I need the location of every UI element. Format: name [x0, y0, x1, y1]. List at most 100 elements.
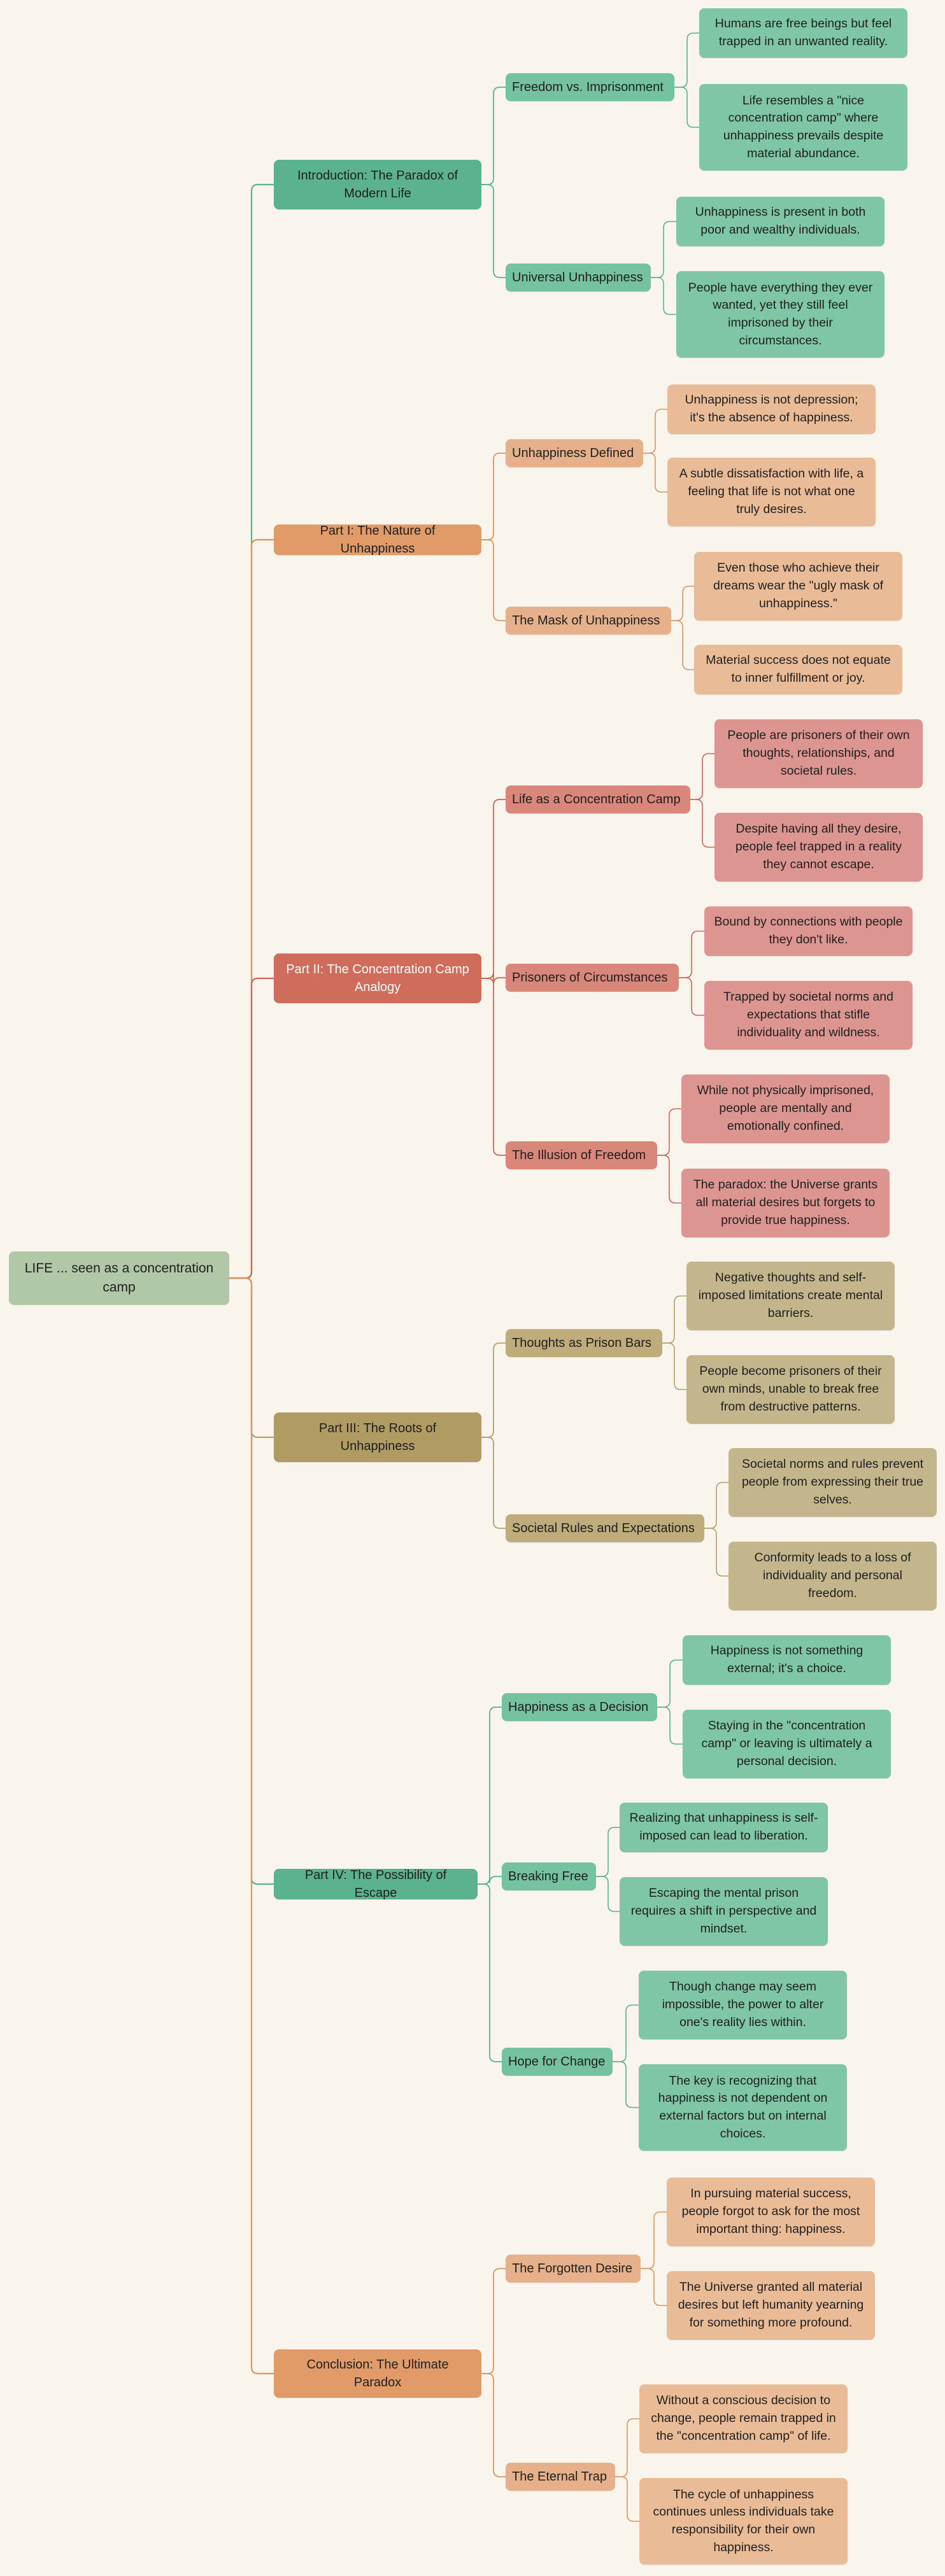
- edge-leaf-2-0-1: [690, 799, 714, 848]
- detail-node-label: Societal norms and rules prevent people …: [741, 1457, 924, 1507]
- detail-node-label: Happiness is not something external; it'…: [710, 1643, 863, 1675]
- topic-life-as-a-concentration-camp[interactable]: Life as a Concentration Camp: [506, 785, 690, 813]
- branch-part-iii-the-roots-of-unhappiness-label: Part III: The Roots of Unhappiness: [318, 1421, 437, 1453]
- detail-node-label: People are prisoners of their own though…: [727, 728, 910, 778]
- edge-root-to-conclusion-the-ultimate-paradox: [229, 1277, 274, 2375]
- topic-the-illusion-of-freedom[interactable]: The Illusion of Freedom: [506, 1141, 657, 1169]
- edge-to-thoughts-as-prison-bars: [481, 1342, 506, 1438]
- detail-node-label: Material success does not equate to inne…: [706, 653, 891, 685]
- edge-to-prisoners-of-circumstances: [481, 971, 506, 985]
- topic-unhappiness-defined[interactable]: Unhappiness Defined: [506, 439, 643, 467]
- topic-the-eternal-trap[interactable]: The Eternal Trap: [506, 2463, 615, 2491]
- detail-node[interactable]: While not physically imprisoned, people …: [681, 1074, 890, 1143]
- branch-part-iv-the-possibility-of-escape[interactable]: Part IV: The Possibility of Escape: [274, 1868, 478, 1900]
- topic-breaking-free-label: Breaking Free: [508, 1869, 588, 1883]
- detail-node[interactable]: Even those who achieve their dreams wear…: [694, 552, 902, 621]
- edge-leaf-2-2-1: [657, 1155, 681, 1204]
- edge-leaf-0-0-1: [674, 87, 699, 128]
- detail-node[interactable]: Material success does not equate to inne…: [694, 645, 902, 694]
- topic-societal-rules-and-expectations[interactable]: Societal Rules and Expectations: [506, 1514, 704, 1542]
- detail-node-label: People have everything they ever wanted,…: [688, 280, 873, 348]
- topic-the-illusion-of-freedom-label: The Illusion of Freedom: [512, 1148, 646, 1162]
- detail-node[interactable]: Societal norms and rules prevent people …: [728, 1448, 937, 1517]
- detail-node[interactable]: People become prisoners of their own min…: [686, 1355, 895, 1424]
- detail-node[interactable]: Despite having all they desire, people f…: [714, 813, 923, 882]
- branch-part-ii-the-concentration-camp-analogy[interactable]: Part II: The Concentration Camp Analogy: [274, 954, 481, 1003]
- topic-the-eternal-trap-label: The Eternal Trap: [512, 2469, 607, 2484]
- topic-thoughts-as-prison-bars[interactable]: Thoughts as Prison Bars: [506, 1329, 662, 1357]
- edge-leaf-2-0-0: [690, 753, 714, 800]
- topic-the-forgotten-desire[interactable]: The Forgotten Desire: [506, 2255, 641, 2283]
- topic-breaking-free[interactable]: Breaking Free: [502, 1862, 596, 1890]
- branch-introduction-the-paradox-of-modern-life[interactable]: Introduction: The Paradox of Modern Life: [274, 160, 481, 209]
- detail-node[interactable]: The paradox: the Universe grants all mat…: [681, 1169, 890, 1237]
- branch-part-iii-the-roots-of-unhappiness[interactable]: Part III: The Roots of Unhappiness: [274, 1412, 481, 1462]
- edge-leaf-2-1-1: [679, 977, 704, 1016]
- topic-the-mask-of-unhappiness[interactable]: The Mask of Unhappiness: [506, 607, 671, 635]
- detail-node-label: Conformity leads to a loss of individual…: [754, 1551, 911, 1600]
- topic-life-as-a-concentration-camp-label: Life as a Concentration Camp: [512, 792, 681, 806]
- edge-leaf-3-0-0: [662, 1295, 686, 1344]
- detail-node-label: Bound by connections with people they do…: [714, 915, 903, 947]
- detail-node[interactable]: Unhappiness is not depression; it's the …: [667, 384, 876, 434]
- detail-node[interactable]: Though change may seem impossible, the p…: [639, 1971, 847, 2039]
- edge-to-the-eternal-trap: [481, 2373, 506, 2477]
- detail-node-label: Even those who achieve their dreams wear…: [713, 561, 884, 610]
- detail-node-label: Without a conscious decision to change, …: [651, 2393, 836, 2443]
- detail-node[interactable]: People are prisoners of their own though…: [714, 719, 923, 788]
- detail-node[interactable]: Conformity leads to a loss of individual…: [728, 1542, 937, 1610]
- detail-node-label: Escaping the mental prison requires a sh…: [630, 1886, 817, 1936]
- detail-node-label: Humans are free beings but feel trapped …: [714, 17, 892, 48]
- edge-leaf-4-0-0: [657, 1659, 683, 1708]
- detail-node-label: The cycle of unhappiness continues unles…: [653, 2487, 834, 2554]
- detail-node[interactable]: A subtle dissatisfaction with life, a fe…: [667, 458, 876, 526]
- edge-leaf-4-1-1: [596, 1876, 620, 1912]
- detail-node[interactable]: Escaping the mental prison requires a sh…: [620, 1877, 828, 1946]
- branch-conclusion-the-ultimate-paradox[interactable]: Conclusion: The Ultimate Paradox: [274, 2349, 481, 2398]
- root-node-label: LIFE ... seen as a concentration camp: [24, 1261, 214, 1295]
- topic-freedom-vs-imprisonment[interactable]: Freedom vs. Imprisonment: [506, 73, 674, 101]
- detail-node-label: The paradox: the Universe grants all mat…: [693, 1178, 878, 1227]
- detail-node[interactable]: Staying in the "concentration camp" or l…: [683, 1710, 891, 1778]
- topic-hope-for-change-label: Hope for Change: [508, 2054, 606, 2069]
- edge-to-unhappiness-defined: [481, 453, 506, 540]
- detail-node[interactable]: In pursuing material success, people for…: [667, 2178, 875, 2246]
- detail-node-label: The key is recognizing that happiness is…: [658, 2073, 828, 2141]
- detail-node[interactable]: The key is recognizing that happiness is…: [639, 2064, 847, 2151]
- branch-part-i-the-nature-of-unhappiness[interactable]: Part I: The Nature of Unhappiness: [274, 524, 481, 556]
- edge-to-the-forgotten-desire: [481, 2268, 506, 2374]
- branch-conclusion-the-ultimate-paradox-label: Conclusion: The Ultimate Paradox: [306, 2357, 449, 2389]
- topic-thoughts-as-prison-bars-label: Thoughts as Prison Bars: [512, 1335, 651, 1350]
- edge-to-breaking-free: [478, 1876, 502, 1885]
- topic-happiness-as-a-decision[interactable]: Happiness as a Decision: [502, 1693, 657, 1721]
- detail-node[interactable]: Life resembles a "nice concentration cam…: [699, 84, 907, 171]
- detail-node[interactable]: Humans are free beings but feel trapped …: [699, 8, 907, 58]
- detail-node-label: Unhappiness is present in both poor and …: [695, 205, 866, 237]
- root-node[interactable]: LIFE ... seen as a concentration camp: [9, 1251, 229, 1305]
- detail-node[interactable]: Bound by connections with people they do…: [704, 906, 913, 956]
- edge-to-freedom-vs-imprisonment: [481, 87, 506, 185]
- detail-node[interactable]: Happiness is not something external; it'…: [683, 1635, 891, 1685]
- edge-leaf-5-0-1: [641, 2268, 667, 2306]
- detail-node[interactable]: Negative thoughts and self-imposed limit…: [686, 1262, 895, 1330]
- detail-node[interactable]: Unhappiness is present in both poor and …: [676, 197, 885, 246]
- topic-societal-rules-and-expectations-label: Societal Rules and Expectations: [512, 1521, 695, 1535]
- detail-node[interactable]: Realizing that unhappiness is self-impos…: [620, 1803, 828, 1852]
- topic-the-forgotten-desire-label: The Forgotten Desire: [512, 2261, 632, 2276]
- detail-node[interactable]: Trapped by societal norms and expectatio…: [704, 981, 913, 1050]
- topic-hope-for-change[interactable]: Hope for Change: [502, 2048, 613, 2076]
- topic-universal-unhappiness[interactable]: Universal Unhappiness: [506, 264, 651, 292]
- edge-leaf-4-1-0: [596, 1827, 620, 1877]
- detail-node-label: Despite having all they desire, people f…: [735, 822, 902, 871]
- detail-node[interactable]: The cycle of unhappiness continues unles…: [639, 2478, 848, 2565]
- detail-node[interactable]: Without a conscious decision to change, …: [639, 2384, 848, 2453]
- edge-leaf-4-2-1: [613, 2061, 639, 2108]
- edge-leaf-1-0-0: [643, 409, 667, 454]
- detail-node[interactable]: The Universe granted all material desire…: [667, 2271, 875, 2340]
- edge-to-life-as-a-concentration-camp: [481, 799, 506, 979]
- detail-node-label: Life resembles a "nice concentration cam…: [723, 93, 884, 160]
- topic-prisoners-of-circumstances[interactable]: Prisoners of Circumstances: [506, 964, 679, 992]
- detail-node[interactable]: People have everything they ever wanted,…: [676, 271, 885, 358]
- edge-leaf-1-1-0: [671, 586, 694, 621]
